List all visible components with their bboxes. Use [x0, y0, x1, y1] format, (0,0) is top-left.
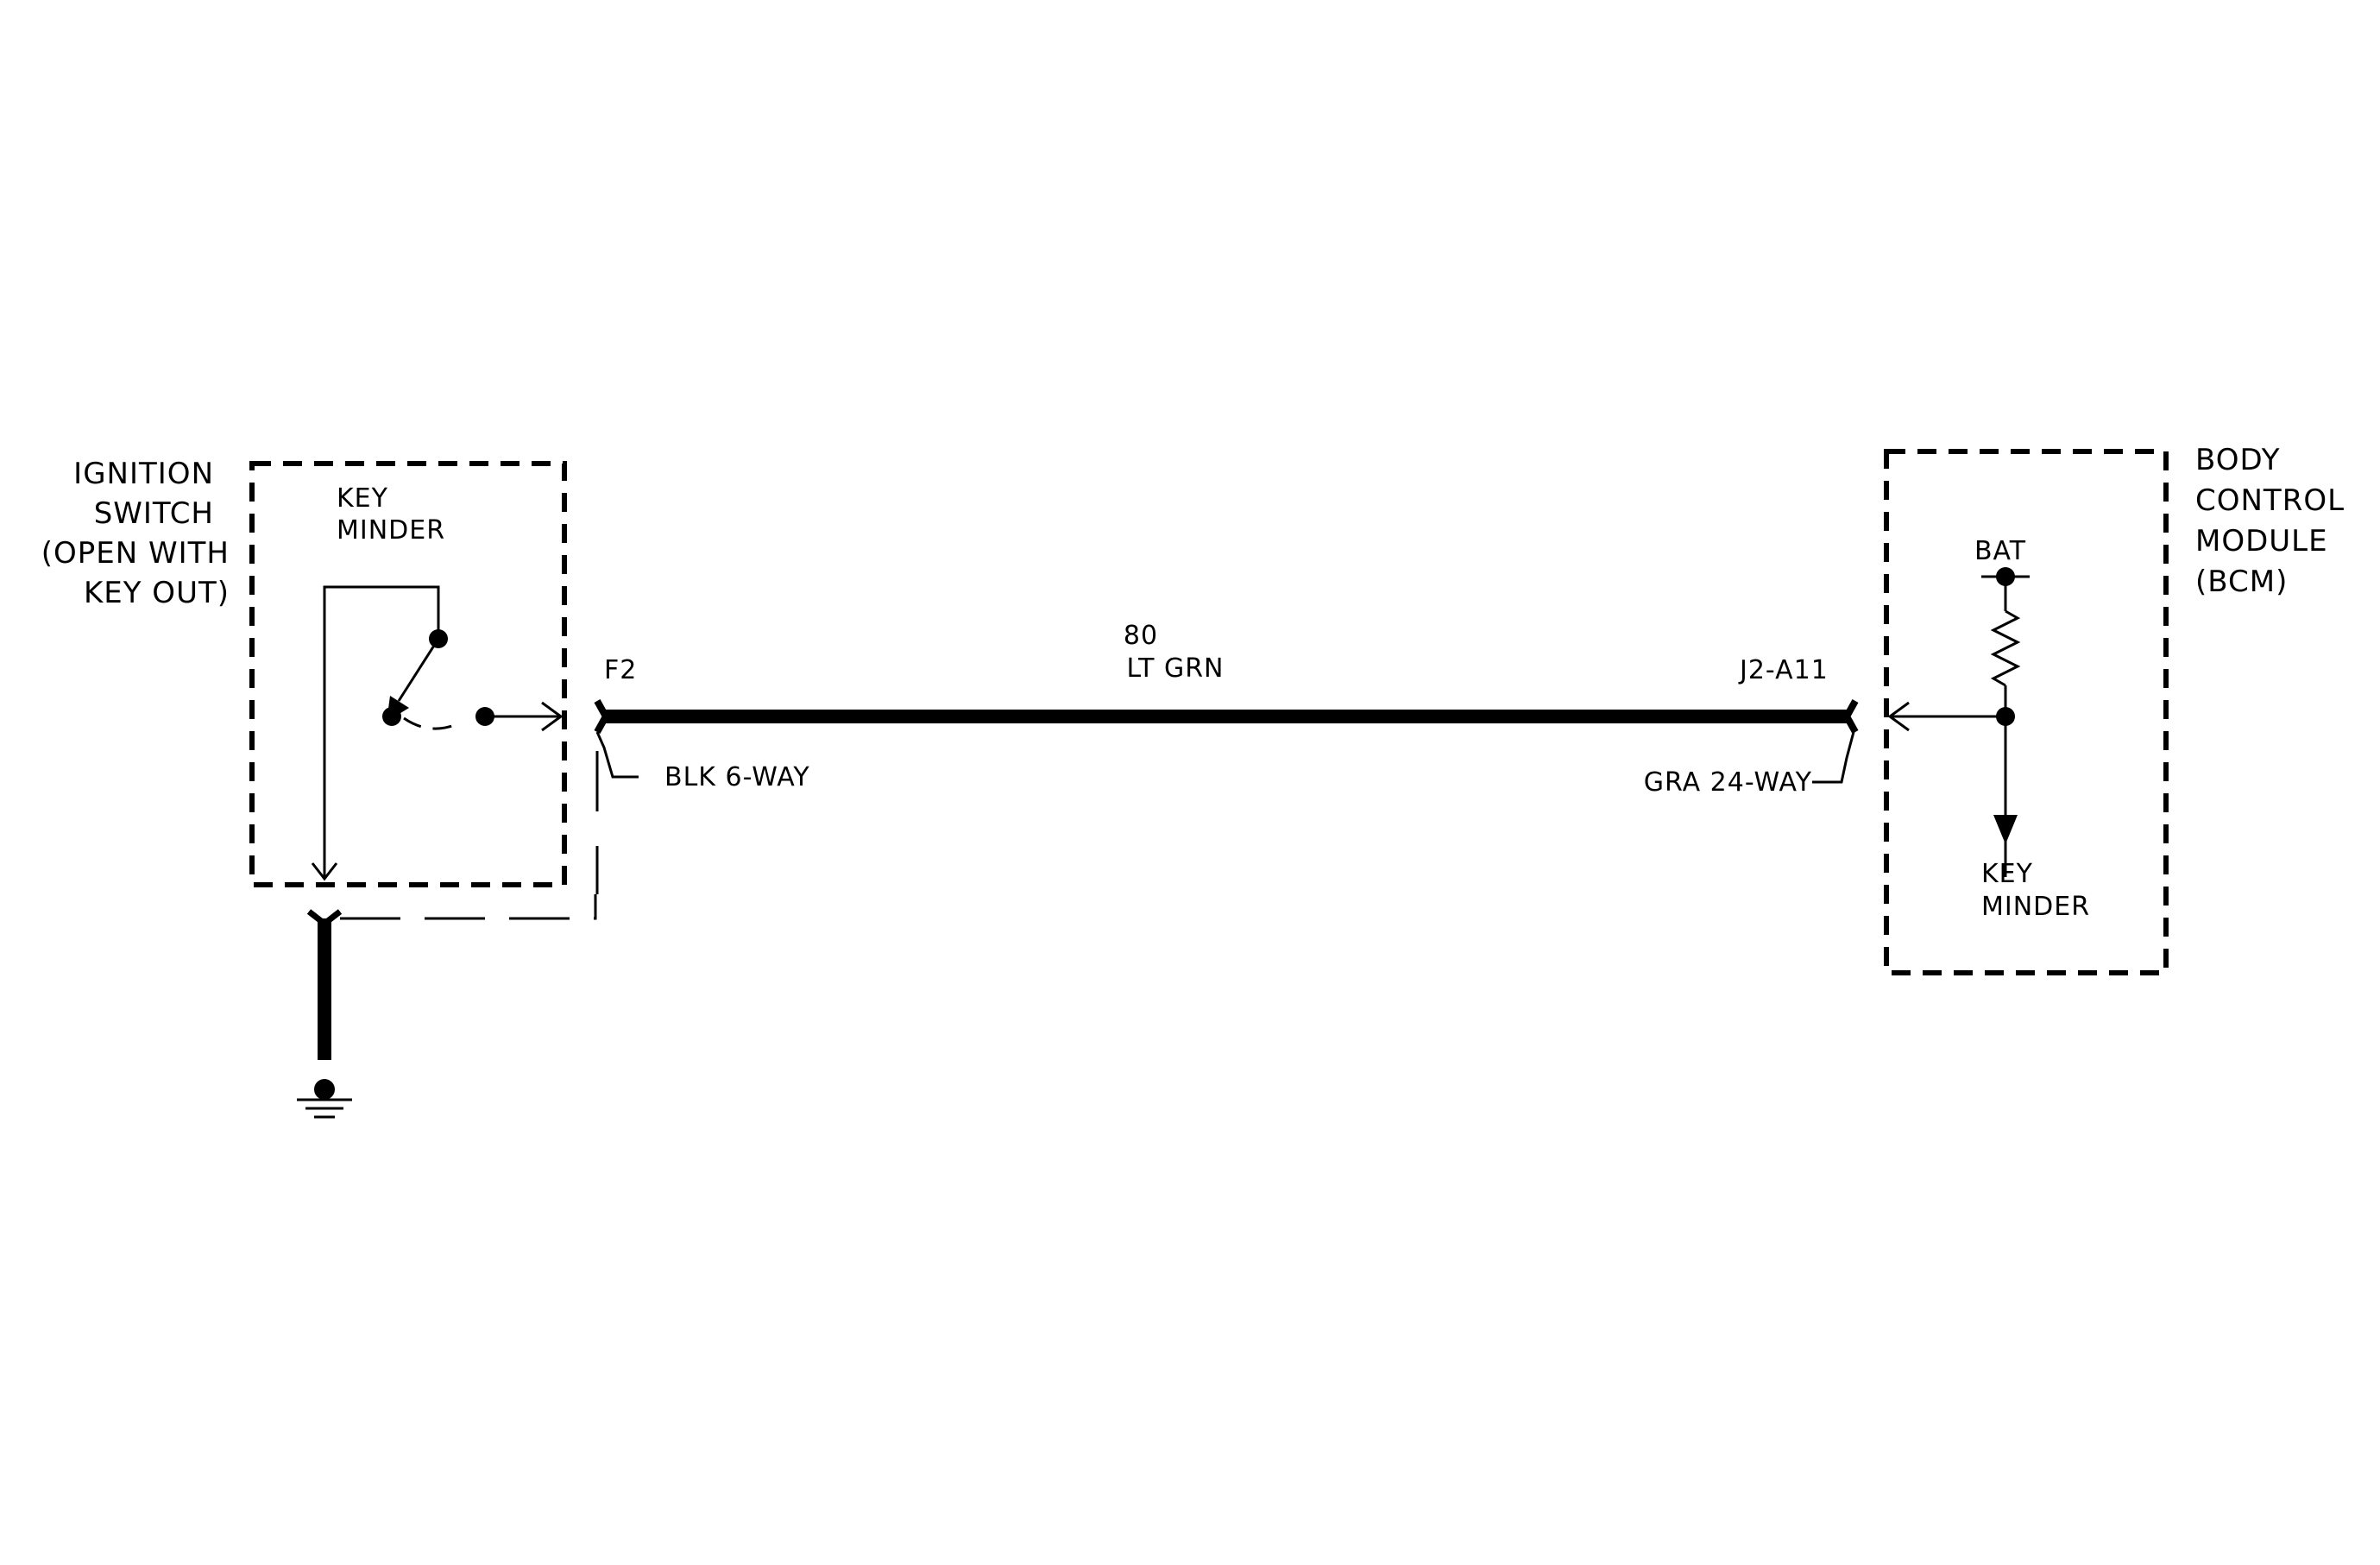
ignition-switch-box: [249, 461, 567, 887]
left-connector-pin: F2: [604, 655, 637, 685]
wire-circuit-number: 80: [1124, 621, 1158, 651]
wire-color: LT GRN: [1127, 653, 1225, 684]
ignition-switch-title-line-4: KEY OUT): [84, 576, 230, 610]
right-connector: [1812, 699, 1859, 784]
bcm-title-line-3: MODULE: [2195, 524, 2328, 558]
ignition-switch-title-line-3: (OPEN WITH: [41, 536, 230, 571]
bcm-title-line-1: BODY: [2195, 443, 2281, 477]
bcm-junction-dot: [1996, 707, 2015, 726]
left-connector: [594, 699, 639, 894]
ground-icon: [324, 1089, 325, 1090]
ground-circuit: [297, 894, 597, 1119]
bcm-output-arrow-head: [1993, 815, 2018, 844]
bcm-title-line-4: (BCM): [2195, 565, 2288, 599]
switch-terminal-dot: [475, 707, 494, 726]
bcm-key-minder-line-2: MINDER: [1981, 892, 2090, 922]
bat-dot: [1996, 567, 2015, 586]
bat-label: BAT: [1974, 536, 2026, 566]
bcm-box: [1884, 449, 2169, 975]
key-minder-label-line-1: KEY: [337, 483, 388, 514]
switch-contact-dot: [382, 707, 401, 726]
bcm-title-line-2: CONTROL: [2195, 483, 2345, 518]
bcm-key-minder-line-1: KEY: [1981, 859, 2033, 889]
key-minder-label-line-2: MINDER: [337, 515, 445, 546]
ignition-switch-title-line-1: IGNITION: [73, 457, 214, 491]
key-minder-switch: [311, 585, 564, 881]
right-connector-pin: J2-A11: [1738, 655, 1829, 685]
left-connector-label: BLK 6-WAY: [664, 762, 810, 792]
switch-pivot-dot: [429, 629, 448, 648]
right-connector-label: GRA 24-WAY: [1644, 767, 1812, 798]
ignition-switch-title-line-2: SWITCH: [94, 496, 214, 531]
